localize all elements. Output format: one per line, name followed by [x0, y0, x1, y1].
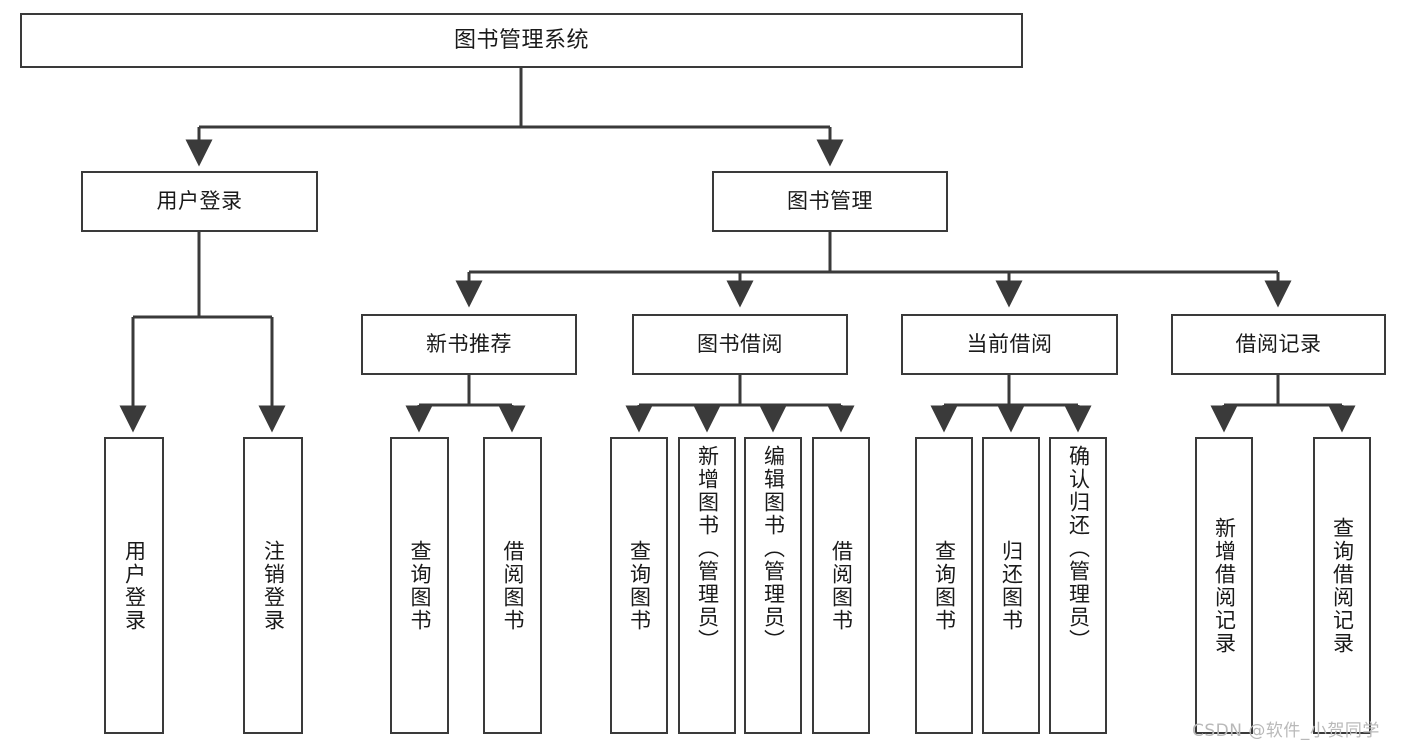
leaf-add-book-admin[interactable]: 新增图书（管理员） — [678, 437, 736, 734]
csdn-watermark: CSDN @软件_小贺同学 — [1192, 721, 1380, 741]
node-label: 查询借阅记录 — [1330, 516, 1355, 655]
leaf-edit-book-admin[interactable]: 编辑图书（管理员） — [744, 437, 802, 734]
node-root-book-management-system[interactable]: 图书管理系统 — [20, 13, 1023, 68]
node-label: 图书借阅 — [697, 332, 783, 357]
node-label: 确认归还（管理员） — [1066, 445, 1091, 652]
leaf-logout[interactable]: 注销登录 — [243, 437, 303, 734]
leaf-return-book[interactable]: 归还图书 — [982, 437, 1040, 734]
node-label: 归还图书 — [999, 539, 1024, 632]
node-book-borrowing[interactable]: 图书借阅 — [632, 314, 848, 375]
node-user-login[interactable]: 用户登录 — [81, 171, 318, 232]
node-new-book-recommendation[interactable]: 新书推荐 — [361, 314, 577, 375]
leaf-query-book-recommend[interactable]: 查询图书 — [390, 437, 449, 734]
node-label: 借阅图书 — [501, 539, 525, 632]
node-book-management[interactable]: 图书管理 — [712, 171, 948, 232]
leaf-borrow-book-recommend[interactable]: 借阅图书 — [483, 437, 542, 734]
node-label: 图书管理系统 — [453, 27, 589, 53]
leaf-query-book-current[interactable]: 查询图书 — [915, 437, 973, 734]
node-label: 用户登录 — [156, 189, 243, 214]
node-label: 查询图书 — [408, 539, 432, 632]
node-label: 新书推荐 — [426, 332, 512, 357]
leaf-add-borrow-record[interactable]: 新增借阅记录 — [1195, 437, 1253, 734]
node-label: 借阅记录 — [1235, 332, 1322, 357]
node-label: 当前借阅 — [966, 332, 1053, 357]
node-borrow-records[interactable]: 借阅记录 — [1171, 314, 1386, 375]
leaf-confirm-return-admin[interactable]: 确认归还（管理员） — [1049, 437, 1107, 734]
node-label: 查询图书 — [932, 539, 957, 632]
node-label: 新增借阅记录 — [1212, 516, 1237, 655]
leaf-query-borrow-record[interactable]: 查询借阅记录 — [1313, 437, 1371, 734]
node-label: 查询图书 — [627, 539, 652, 632]
leaf-borrow-book-borrowing[interactable]: 借阅图书 — [812, 437, 870, 734]
node-label: 图书管理 — [787, 189, 873, 214]
node-label: 借阅图书 — [829, 539, 854, 632]
node-label: 注销登录 — [261, 539, 286, 632]
leaf-user-login[interactable]: 用户登录 — [104, 437, 164, 734]
node-label: 编辑图书（管理员） — [761, 445, 786, 652]
node-label: 用户登录 — [122, 539, 147, 632]
node-label: 新增图书（管理员） — [695, 445, 720, 652]
leaf-query-book-borrowing[interactable]: 查询图书 — [610, 437, 668, 734]
node-current-borrowing[interactable]: 当前借阅 — [901, 314, 1118, 375]
